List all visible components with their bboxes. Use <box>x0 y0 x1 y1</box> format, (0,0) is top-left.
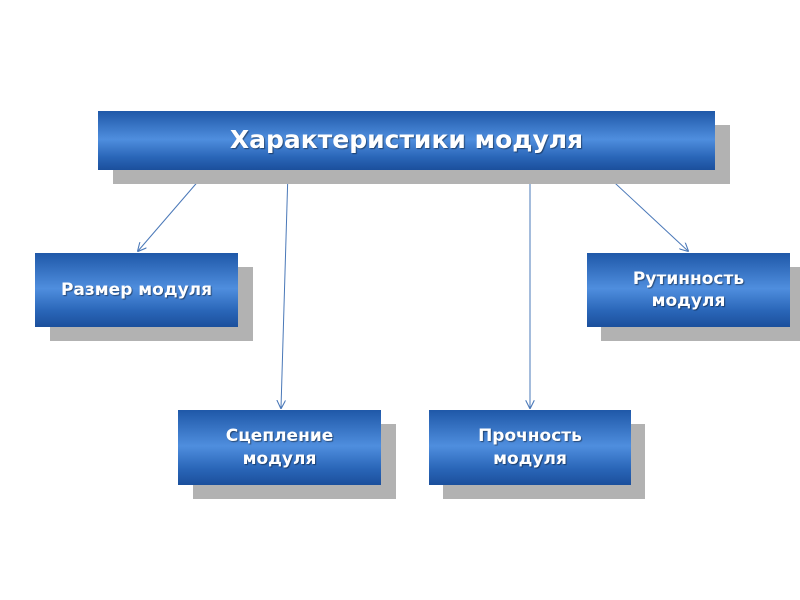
coupling-node-label: Сцепление модуля <box>225 426 334 469</box>
cohesion-node: Прочность модуля <box>429 410 631 485</box>
root-node: Характеристики модуля <box>98 111 715 170</box>
root-node-label: Характеристики модуля <box>229 125 584 155</box>
size-node: Размер модуля <box>35 253 238 327</box>
coupling-node: Сцепление модуля <box>178 410 381 485</box>
routine-node-label: Рутинность модуля <box>632 268 745 311</box>
size-node-label: Размер модуля <box>60 279 213 300</box>
cohesion-node-label: Прочность модуля <box>478 426 582 469</box>
routine-node: Рутинность модуля <box>587 253 790 327</box>
edge-root-to-coupling <box>281 170 289 408</box>
edge-root-to-size <box>138 170 208 251</box>
edge-root-to-routine <box>601 170 688 251</box>
